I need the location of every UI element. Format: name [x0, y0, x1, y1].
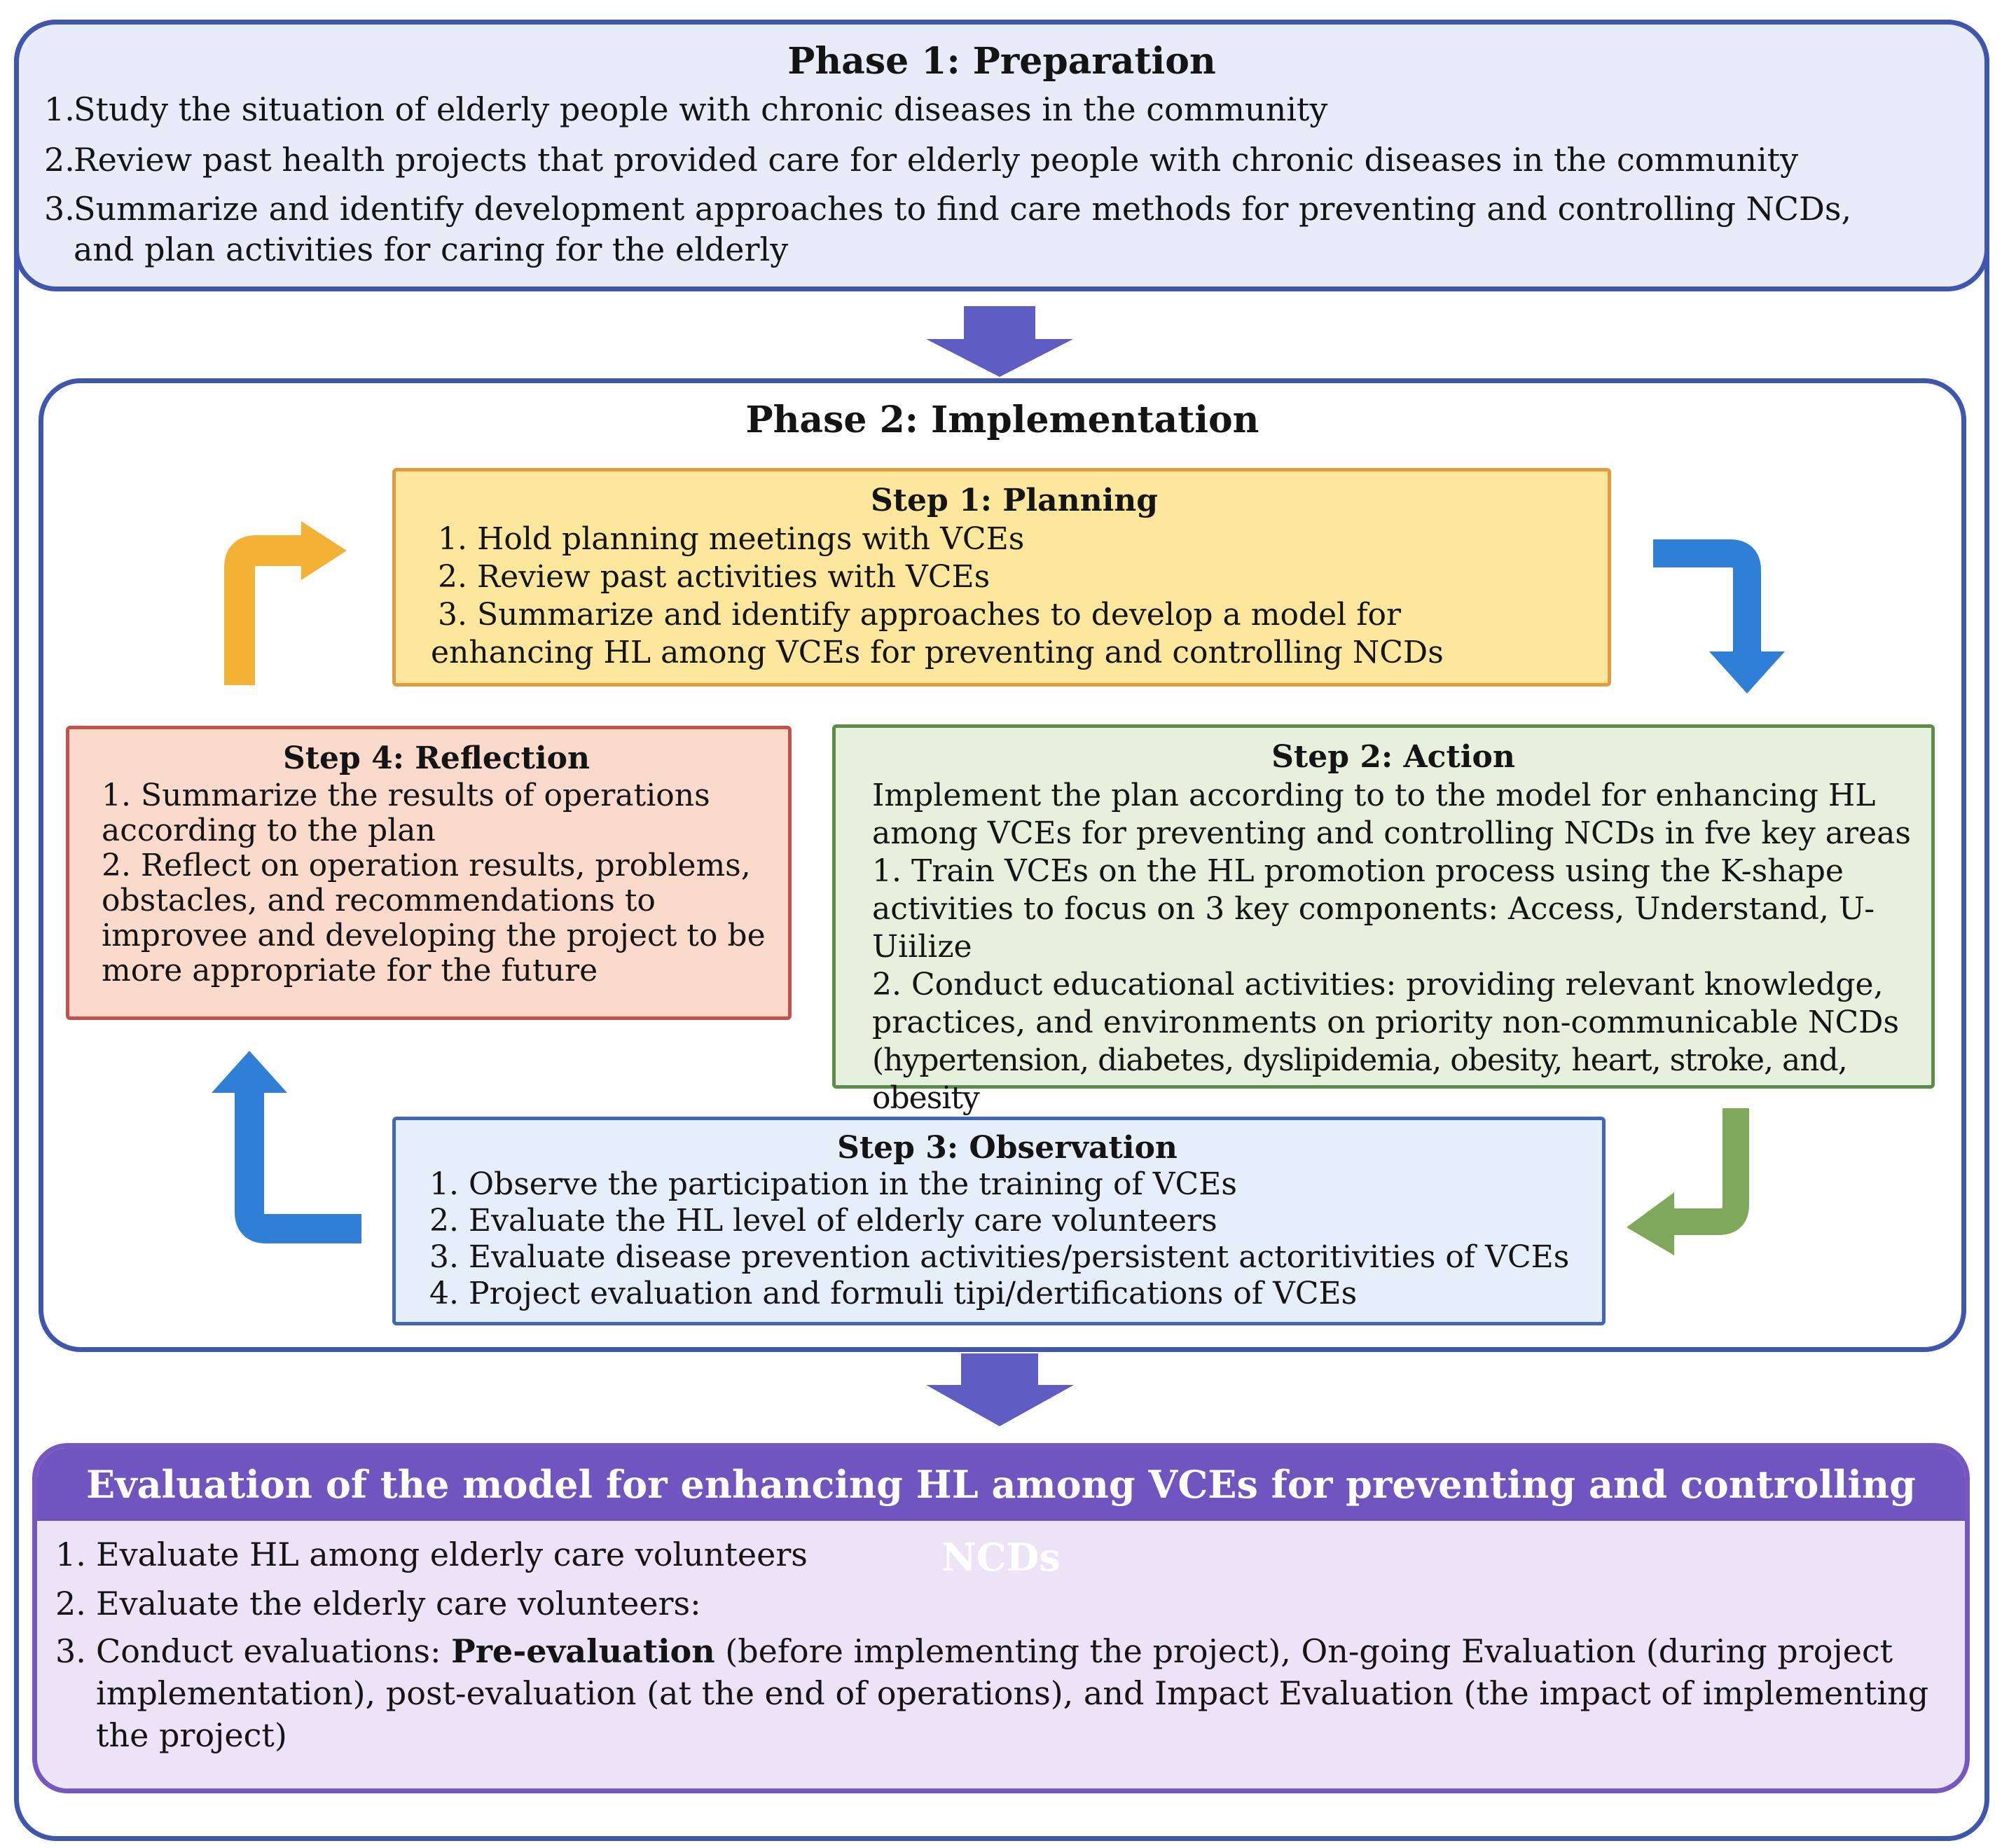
evaluation-item-text: Evaluate HL among elderly care volunteer… — [96, 1536, 808, 1573]
step1-item: 3. Summarize and identify approaches to … — [438, 597, 1402, 633]
evaluation-item: 1. Evaluate HL among elderly care volunt… — [55, 1532, 1944, 1577]
step2-item: 2. Conduct educational activities: provi… — [872, 967, 1884, 1002]
evaluation-item-number: 3. — [55, 1632, 86, 1670]
blue-arrowhead-icon — [212, 1051, 287, 1093]
step2-item: activities to focus on 3 key components:… — [872, 891, 1875, 927]
step4-title: Step 4: Reflection — [282, 740, 591, 776]
step3-item: 4. Project evaluation and formuli tipi/d… — [429, 1276, 1358, 1311]
step4-reflection-box: Step 4: Reflection 1. Summarize the resu… — [66, 726, 792, 1020]
phase1-item-text-line1: Summarize and identify development appro… — [74, 190, 1852, 228]
step3-item: 3. Evaluate disease prevention activitie… — [429, 1239, 1570, 1275]
step3-item: 2. Evaluate the HL level of elderly care… — [429, 1203, 1217, 1239]
down-arrow-icon — [926, 1353, 1074, 1426]
evaluation-item-prefix: Conduct evaluations: — [96, 1632, 452, 1670]
step1-item: enhancing HL among VCEs for preventing a… — [431, 635, 1444, 670]
step4-item: 2. Reflect on operation results, problem… — [102, 848, 751, 883]
yellow-corner-arrow-icon — [224, 535, 301, 685]
step2-item: Uiilize — [872, 929, 972, 965]
green-corner-arrow-icon — [1674, 1108, 1749, 1235]
step2-item: Implement the plan according to to the m… — [872, 778, 1876, 813]
phase1-item-number: 3. — [44, 190, 75, 228]
phase1-item-number: 2. — [44, 141, 75, 179]
down-arrow-icon — [926, 306, 1073, 377]
evaluation-item: 2. Evaluate the elderly care volunteers: — [55, 1581, 1944, 1626]
step2-item: 1. Train VCEs on the HL promotion proces… — [872, 853, 1844, 889]
evaluation-item-rest: (before implementing the project), On-go… — [96, 1632, 1929, 1754]
phase1-box: Phase 1: Preparation 1. Study the situat… — [14, 20, 1989, 291]
step4-item: improvee and developing the project to b… — [102, 918, 766, 953]
step1-item: 1. Hold planning meetings with VCEs — [438, 521, 1025, 557]
step2-item: among VCEs for preventing and controllin… — [872, 815, 1911, 851]
phase1-item: 2. Review past health projects that prov… — [32, 138, 1984, 181]
step1-item: 2. Review past activities with VCEs — [438, 559, 990, 595]
evaluation-title: Evaluation of the model for enhancing HL… — [37, 1448, 1965, 1580]
phase1-title: Phase 1: Preparation — [787, 40, 1216, 83]
green-arrowhead-icon — [1627, 1192, 1674, 1255]
step3-title: Step 3: Observation — [837, 1130, 1178, 1166]
step1-title: Step 1: Planning — [870, 483, 1159, 518]
step2-item: (hypertension, diabetes, dyslipidemia, o… — [872, 1042, 1848, 1116]
blue-corner-arrow-icon — [235, 1093, 361, 1243]
step3-observation-box: Step 3: Observation 1. Observe the parti… — [392, 1117, 1606, 1325]
step2-item: practices, and environments on priority … — [872, 1005, 1900, 1040]
step3-item: 1. Observe the participation in the trai… — [429, 1166, 1237, 1202]
phase1-item-number: 1. — [44, 90, 75, 128]
phase1-item: 1. Study the situation of elderly people… — [32, 88, 1984, 131]
phase1-item: 3. Summarize and identify development ap… — [32, 188, 1984, 270]
phase1-item-text-line2: and plan activities for caring for the e… — [74, 230, 789, 268]
step1-planning-box: Step 1: Planning 1. Hold planning meetin… — [392, 468, 1611, 687]
evaluation-item-bold: Pre-evaluation — [451, 1632, 715, 1670]
evaluation-list: 1. Evaluate HL among elderly care volunt… — [55, 1532, 1944, 1760]
step4-item: more appropriate for the future — [102, 953, 598, 988]
phase1-item-text: Review past health projects that provide… — [74, 141, 1799, 179]
step4-item: obstacles, and recommendations to — [102, 883, 656, 918]
step2-title: Step 2: Action — [1271, 739, 1515, 775]
evaluation-item-number: 2. — [55, 1585, 86, 1622]
blue-corner-arrow-icon — [1653, 539, 1761, 651]
step4-item: according to the plan — [102, 813, 436, 848]
step4-item: 1. Summarize the results of operations — [102, 778, 710, 813]
yellow-arrowhead-icon — [301, 521, 347, 580]
blue-arrowhead-icon — [1709, 651, 1785, 694]
evaluation-item-number: 1. — [55, 1536, 86, 1573]
phase1-list: 1. Study the situation of elderly people… — [32, 88, 1984, 270]
step2-action-box: Step 2: Action Implement the plan accord… — [832, 724, 1935, 1116]
evaluation-item-text: Evaluate the elderly care volunteers: — [96, 1585, 701, 1622]
phase1-item-text: Study the situation of elderly people wi… — [74, 90, 1328, 128]
evaluation-item: 3. Conduct evaluations: Pre-evaluation (… — [55, 1630, 1944, 1756]
evaluation-box: Evaluation of the model for enhancing HL… — [32, 1443, 1970, 1793]
phase2-title: Phase 2: Implementation — [745, 399, 1259, 441]
